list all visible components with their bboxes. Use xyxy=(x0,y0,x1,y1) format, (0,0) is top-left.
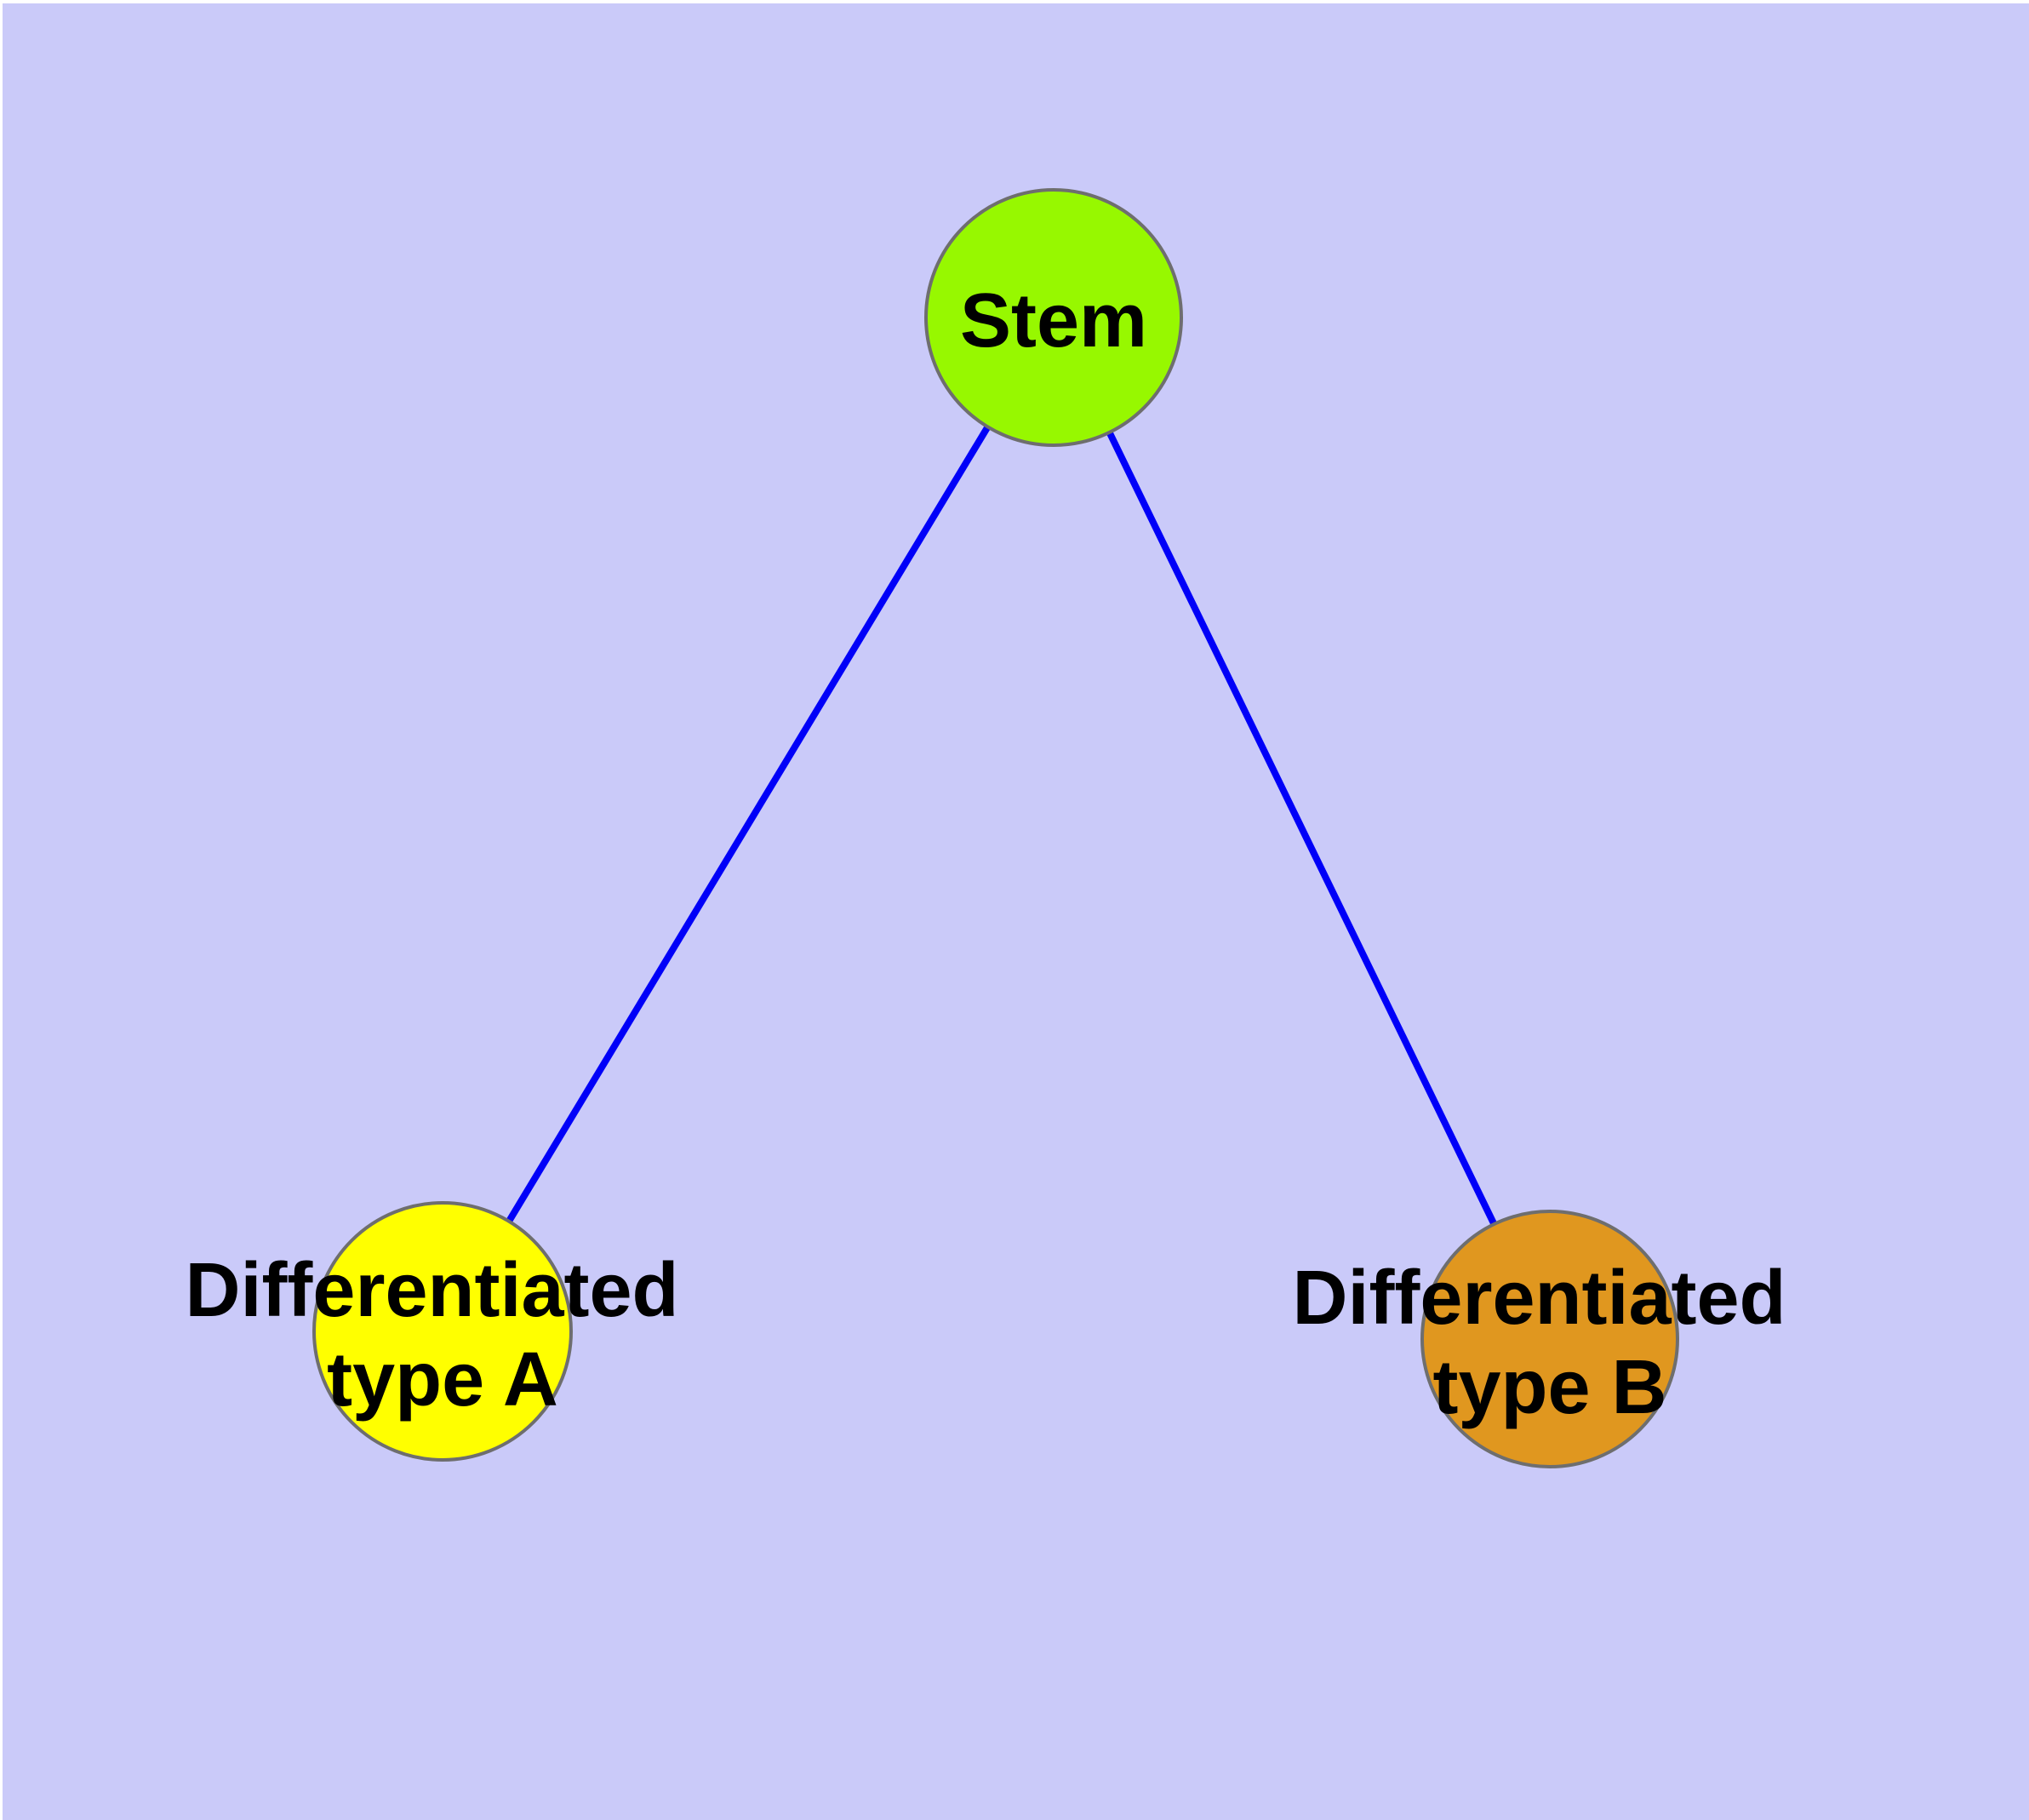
node-stem[interactable]: Stem xyxy=(924,188,1183,447)
node-stem-label: Stem xyxy=(960,278,1147,363)
node-differentiated-type-b-label: Differentiated type B xyxy=(1292,1256,1807,1430)
edge-stem-to-type-a xyxy=(439,315,1057,1334)
node-differentiated-type-b-label-line2: type B xyxy=(1432,1345,1666,1430)
node-differentiated-type-b[interactable]: Differentiated type B xyxy=(1292,1210,1807,1468)
node-differentiated-type-a[interactable]: Differentiated type A xyxy=(185,1201,700,1462)
node-differentiated-type-a-label: Differentiated type A xyxy=(185,1248,700,1422)
node-differentiated-type-b-circle[interactable] xyxy=(1420,1210,1679,1468)
node-differentiated-type-a-label-line2: type A xyxy=(327,1337,558,1422)
edge-stem-to-type-b xyxy=(1050,316,1553,1341)
node-stem-circle[interactable] xyxy=(924,188,1183,447)
node-differentiated-type-a-circle[interactable] xyxy=(312,1201,573,1462)
node-stem-label-line: Stem xyxy=(960,278,1147,363)
node-differentiated-type-b-label-line1: Differentiated xyxy=(1292,1256,1786,1341)
node-differentiated-type-a-label-line1: Differentiated xyxy=(185,1248,678,1333)
